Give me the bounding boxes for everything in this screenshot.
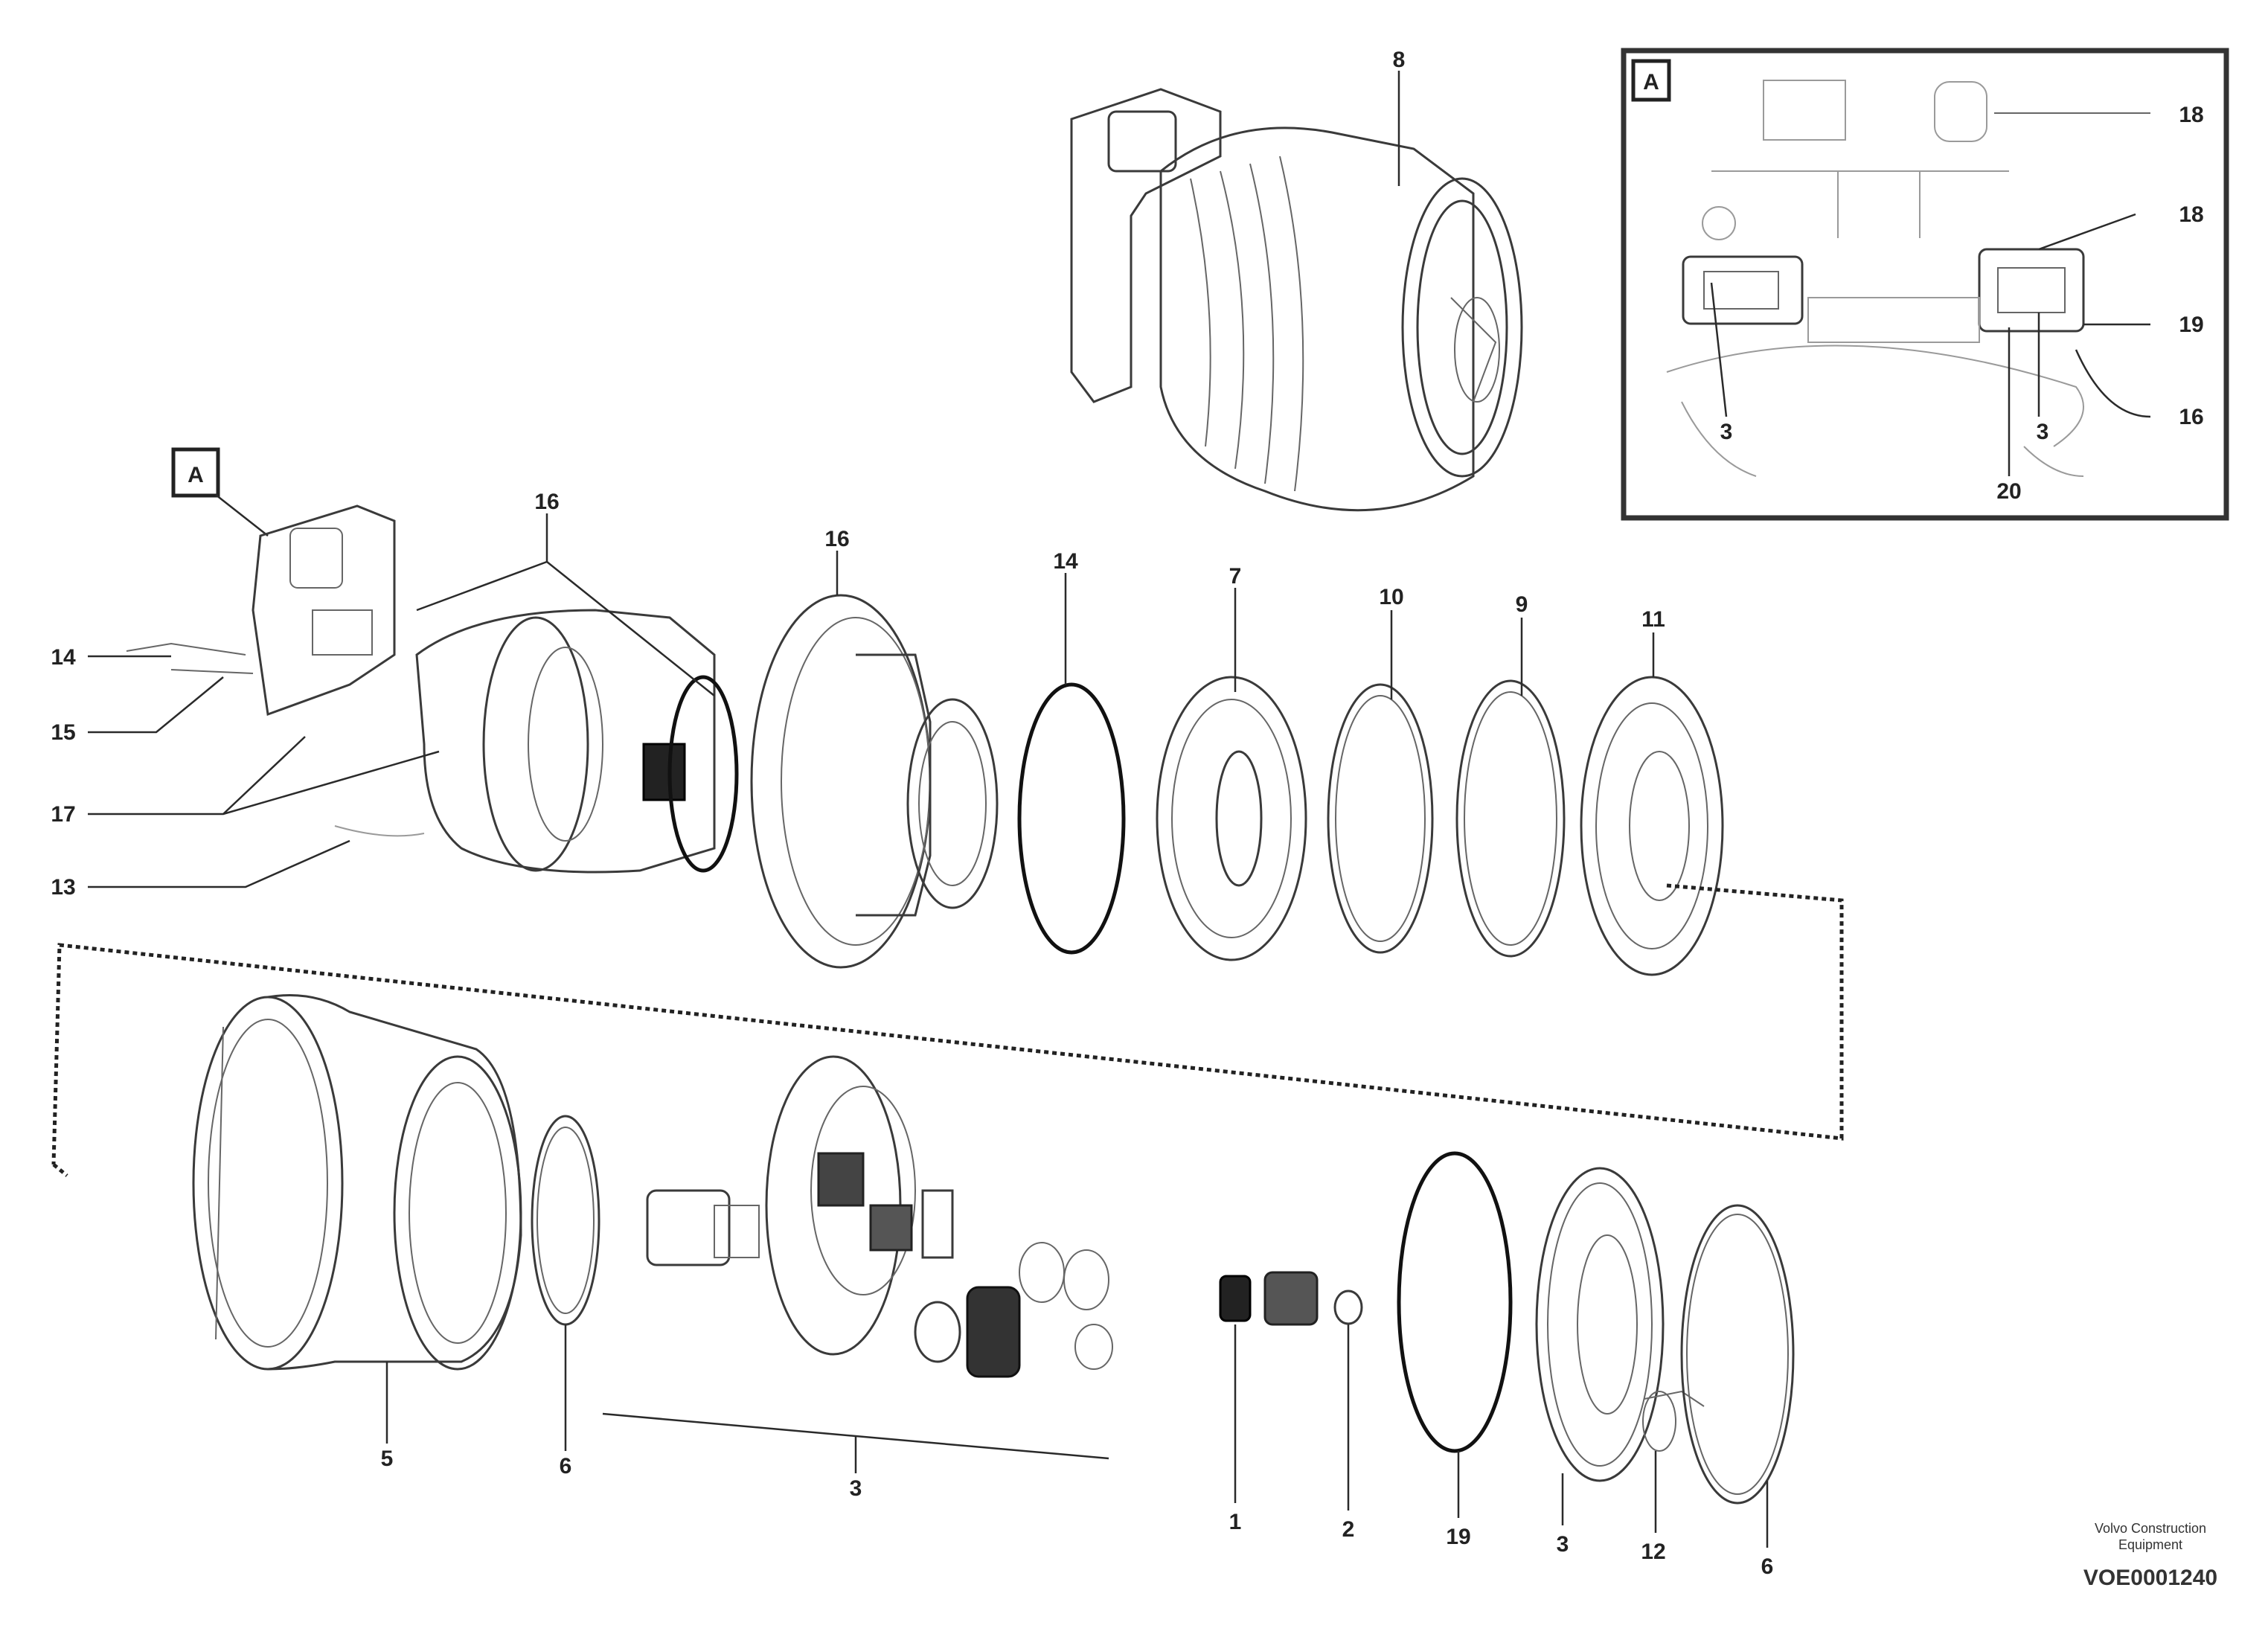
callout-oring19: 19 (1446, 1525, 1470, 1549)
callout-oring-large: 14 (1053, 549, 1078, 574)
footer-company: Volvo Construction (2095, 1521, 2206, 1536)
assembly-path-left (52, 1163, 68, 1177)
callout-top-housing: 8 (1393, 48, 1406, 72)
view-a-label: A (188, 463, 204, 487)
callout-group-top: 16 (534, 490, 559, 514)
callout-bolt: 1 (1229, 1510, 1242, 1534)
callout-left-17: 17 (51, 802, 75, 827)
assembly-path-dashed (51, 883, 1844, 1165)
drawing-footer: Volvo Construction Equipment VOE0001240 (2083, 1521, 2217, 1590)
callout-seal-housing: 16 (824, 527, 849, 551)
assembled-travel-motor: 8 (1070, 48, 1523, 512)
inset-panel-a: A 18 18 19 16 3 3 20 (1621, 48, 2229, 521)
footer-division: Equipment (2118, 1537, 2182, 1552)
callout-carrier: 3 (850, 1476, 862, 1501)
callout-gear: 3 (1557, 1532, 1569, 1557)
inset-callout-right: 3 (2037, 420, 2049, 444)
inset-callout-20: 20 (1996, 479, 2021, 504)
footer-drawing-code: VOE0001240 (2083, 1566, 2217, 1590)
callout-left-14: 14 (51, 645, 76, 670)
callout-ring6: 6 (560, 1454, 572, 1479)
hydraulic-motor: A 16 14 15 17 13 (51, 447, 739, 900)
exploded-row-middle: 16 14 7 10 9 11 (750, 527, 1724, 976)
callout-pin: 2 (1342, 1517, 1355, 1542)
callout-left-13: 13 (51, 875, 75, 900)
callout-bearing: 7 (1229, 564, 1242, 589)
callout-ring9: 9 (1516, 592, 1528, 617)
inset-callout-18b: 18 (2179, 202, 2203, 227)
callout-hub: 5 (381, 1447, 394, 1471)
callout-left-15: 15 (51, 720, 75, 745)
inset-box-label: A (1643, 70, 1659, 94)
inset-callout-18a: 18 (2179, 103, 2203, 127)
inset-callout-left: 3 (1720, 420, 1733, 444)
exploded-row-bottom: 5 6 3 1 2 19 (192, 994, 1795, 1579)
inset-callout-19: 19 (2179, 313, 2203, 337)
inset-callout-16: 16 (2179, 405, 2203, 429)
callout-disc11: 11 (1641, 607, 1665, 632)
callout-ring10: 10 (1379, 585, 1403, 609)
callout-part12: 12 (1641, 1540, 1665, 1564)
callout-ring-right: 6 (1761, 1554, 1774, 1579)
